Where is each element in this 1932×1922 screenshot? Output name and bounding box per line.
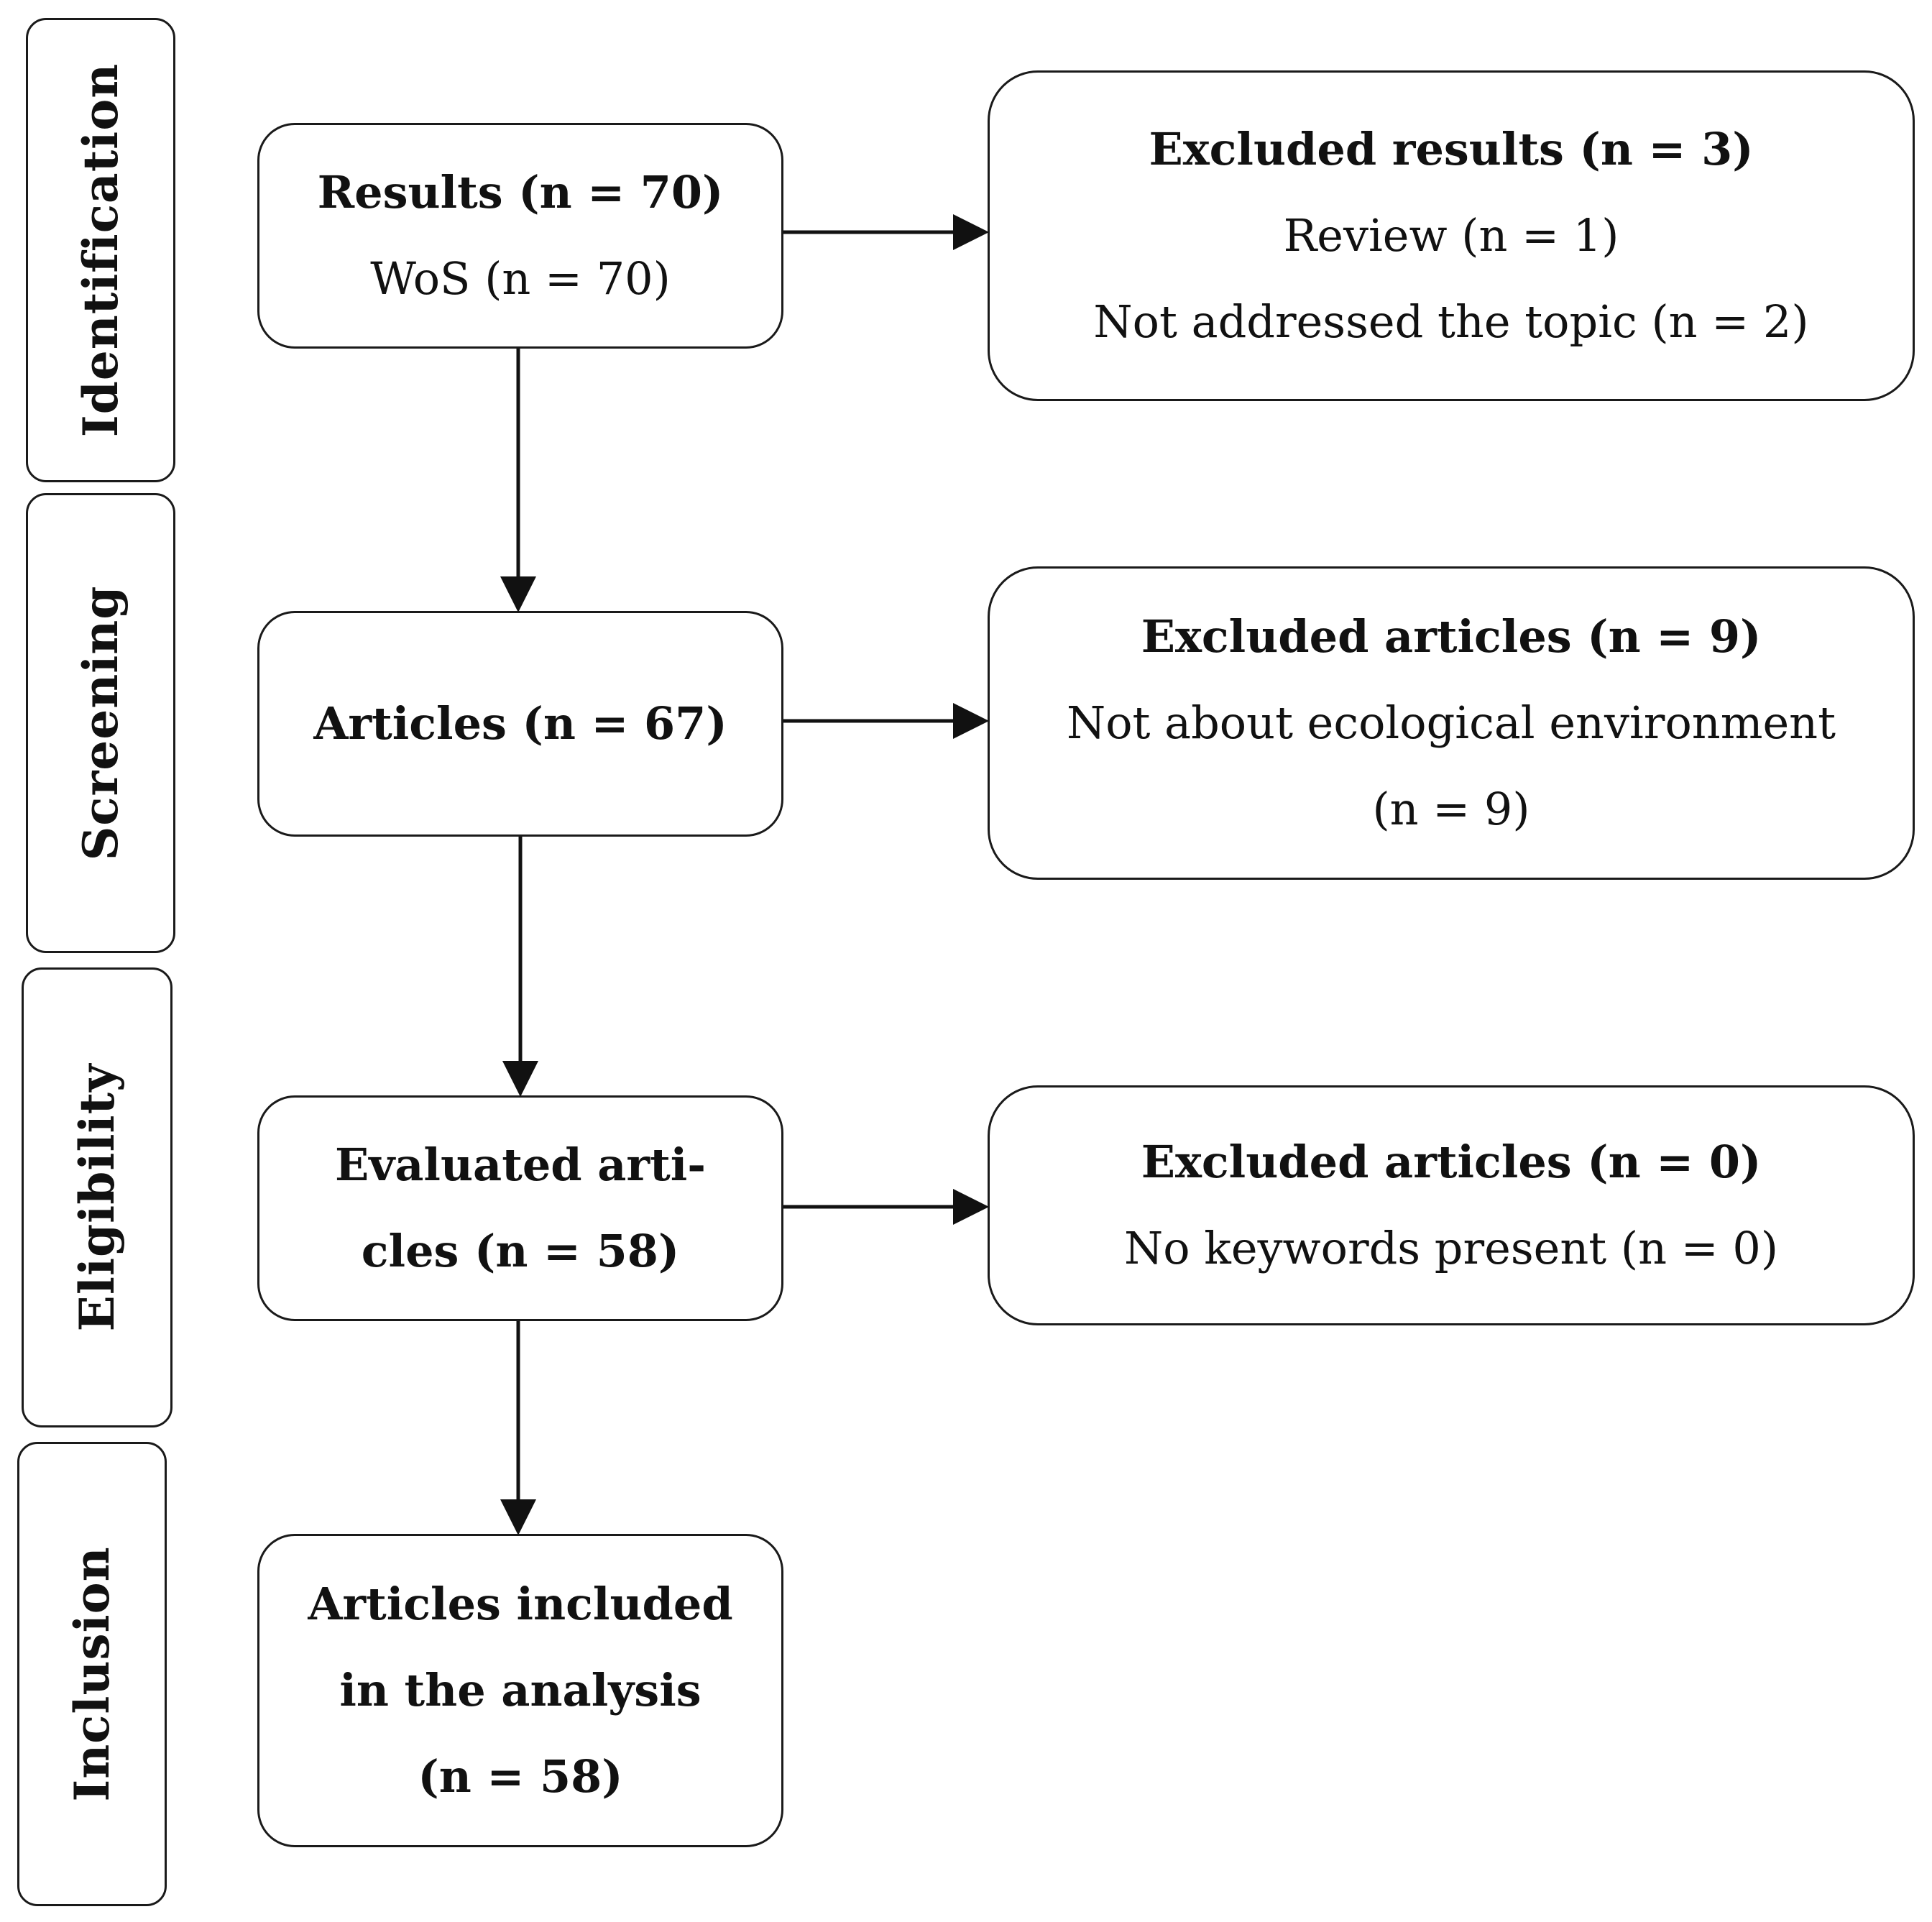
box-heading: Excluded articles (n = 9) <box>1141 610 1762 663</box>
box-heading: Excluded results (n = 3) <box>1149 123 1754 175</box>
stage-identification: Identification <box>26 18 175 482</box>
box-articles-included: Articles included in the analysis (n = 5… <box>257 1534 783 1847</box>
box-articles: Articles (n = 67) <box>257 611 783 837</box>
box-detail: (n = 9) <box>1372 783 1530 835</box>
stage-eligibility: Eligibility <box>22 967 172 1427</box>
box-excluded-results: Excluded results (n = 3) Review (n = 1) … <box>988 70 1915 401</box>
box-results: Results (n = 70) WoS (n = 70) <box>257 123 783 349</box>
box-detail: No keywords present (n = 0) <box>1123 1222 1779 1274</box>
box-heading: Articles (n = 67) <box>313 697 727 750</box>
box-heading: Articles included <box>308 1578 733 1630</box>
box-evaluated-articles: Evaluated arti- cles (n = 58) <box>257 1095 783 1321</box>
box-heading: Results (n = 70) <box>317 166 724 219</box>
box-heading: Excluded articles (n = 0) <box>1141 1136 1762 1188</box>
box-detail: Not addressed the topic (n = 2) <box>1093 295 1809 348</box>
box-detail: Not about ecological environment <box>1066 696 1836 749</box>
stage-inclusion: Inclusion <box>17 1442 167 1906</box>
box-detail: WoS (n = 70) <box>370 252 671 305</box>
box-heading: cles (n = 58) <box>361 1225 680 1277</box>
box-detail: Review (n = 1) <box>1283 209 1619 262</box>
box-heading: (n = 58) <box>418 1750 623 1803</box>
stage-screening: Screening <box>26 493 175 953</box>
box-heading: in the analysis <box>339 1664 702 1716</box>
box-heading: Evaluated arti- <box>334 1139 707 1191</box>
box-excluded-articles-0: Excluded articles (n = 0) No keywords pr… <box>988 1085 1915 1325</box>
box-excluded-articles-9: Excluded articles (n = 9) Not about ecol… <box>988 566 1915 880</box>
